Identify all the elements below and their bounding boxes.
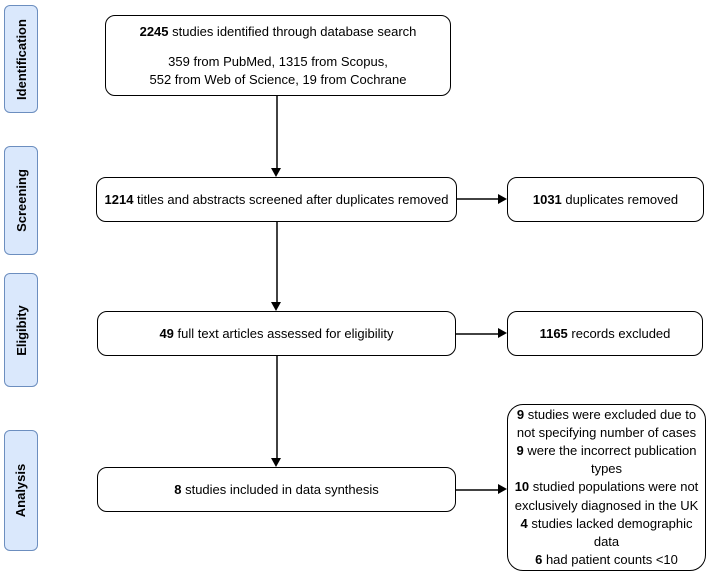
box-title: 8 studies included in data synthesis: [174, 481, 379, 497]
count-included: 8: [174, 481, 182, 497]
box-title: 1214 titles and abstracts screened after…: [104, 191, 449, 207]
exclusion-reason: 10 studied populations were not exclusiv…: [514, 479, 699, 513]
connector-identified-to-screened: [276, 96, 278, 168]
exclusion-reason: 9 studies were excluded due to not speci…: [516, 406, 697, 440]
box-studies-included: 8 studies included in data synthesis: [97, 467, 456, 512]
box-studies-identified: 2245 studies identified through database…: [105, 15, 451, 96]
stage-label-eligibity: Eligibity: [4, 273, 38, 387]
exclusion-reason: 6 had patient counts <10: [535, 552, 678, 568]
stage-label-text: Identification: [13, 18, 29, 100]
box-records-excluded: 1165 records excluded: [507, 311, 703, 356]
arrowhead-right-icon: [498, 484, 507, 494]
arrowhead-down-icon: [271, 458, 281, 467]
box-title: 2245 studies identified through database…: [139, 23, 417, 39]
connector-screened-to-fulltext: [276, 222, 278, 302]
exclusion-reason: 9 were the incorrect publication types: [516, 443, 697, 477]
connector-fulltext-to-excluded: [456, 333, 498, 335]
source-line-2: 552 from Web of Science, 19 from Cochran…: [149, 71, 407, 87]
exclusion-reason: 4 studies lacked demographic data: [520, 515, 693, 549]
arrowhead-right-icon: [498, 328, 507, 338]
count-fulltext: 49: [159, 325, 174, 341]
stage-label-text: Analysis: [13, 463, 29, 518]
stage-label-analysis: Analysis: [4, 430, 38, 551]
count-identified: 2245: [139, 23, 169, 39]
box-title: 1165 records excluded: [539, 325, 671, 341]
count-excluded: 1165: [539, 325, 568, 341]
source-line-1: 359 from PubMed, 1315 from Scopus,: [168, 54, 388, 70]
box-fulltext-assessed: 49 full text articles assessed for eligi…: [97, 311, 456, 356]
count-duplicates: 1031: [532, 191, 562, 207]
box-titles-abstracts-screened: 1214 titles and abstracts screened after…: [96, 177, 457, 222]
stage-label-text: Eligibity: [13, 304, 29, 356]
box-source-breakdown: 359 from PubMed, 1315 from Scopus, 552 f…: [150, 53, 407, 88]
count-screened: 1214: [104, 191, 134, 207]
arrowhead-down-icon: [271, 302, 281, 311]
box-exclusion-reasons: 9 studies were excluded due to not speci…: [507, 404, 706, 571]
arrowhead-right-icon: [498, 194, 507, 204]
connector-screened-to-duplicates: [457, 198, 498, 200]
box-title: 1031 duplicates removed: [532, 191, 679, 207]
arrowhead-down-icon: [271, 168, 281, 177]
stage-label-identification: Identification: [4, 5, 38, 113]
box-duplicates-removed: 1031 duplicates removed: [507, 177, 704, 222]
stage-label-text: Screening: [13, 169, 29, 232]
connector-included-to-reasons: [456, 489, 498, 491]
stage-label-screening: Screening: [4, 146, 38, 255]
connector-fulltext-to-included: [276, 356, 278, 458]
box-title: 49 full text articles assessed for eligi…: [159, 325, 394, 341]
